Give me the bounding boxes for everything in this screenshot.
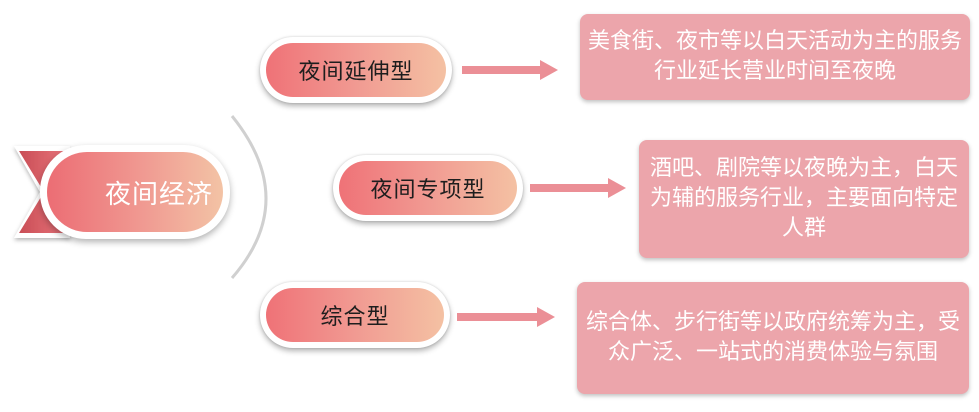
description-box-1: 美食街、夜市等以白天活动为主的服务行业延长营业时间至夜晚 [580, 14, 970, 100]
branch-label-1: 夜间延伸型 [266, 43, 446, 97]
description-text-1: 美食街、夜市等以白天活动为主的服务行业延长营业时间至夜晚 [588, 29, 963, 84]
branch-pill-2: 夜间专项型 [333, 155, 523, 221]
root-label: 夜间经济 [104, 179, 213, 210]
description-box-2: 酒吧、剧院等以夜晚为主，白天为辅的服务行业，主要面向特定人群 [639, 140, 969, 258]
branch-label-3: 综合型 [266, 288, 444, 342]
branch-label-2: 夜间专项型 [339, 161, 517, 215]
root-node-fill [47, 152, 223, 232]
root-node: 夜间经济 [40, 145, 230, 239]
branch-pill-1: 夜间延伸型 [260, 37, 452, 103]
bracket-arc [230, 115, 268, 279]
branch-pill-3: 综合型 [260, 282, 450, 348]
description-text-3: 综合体、步行街等以政府统筹为主，受众广泛、一站式的消费体验与氛围 [585, 310, 960, 365]
description-text-2: 酒吧、剧院等以夜晚为主，白天为辅的服务行业，主要面向特定人群 [649, 156, 958, 241]
arrow-1 [462, 60, 558, 80]
arrow-3 [457, 307, 555, 327]
description-box-3: 综合体、步行街等以政府统筹为主，受众广泛、一站式的消费体验与氛围 [577, 282, 969, 394]
arrow-2 [530, 178, 626, 198]
